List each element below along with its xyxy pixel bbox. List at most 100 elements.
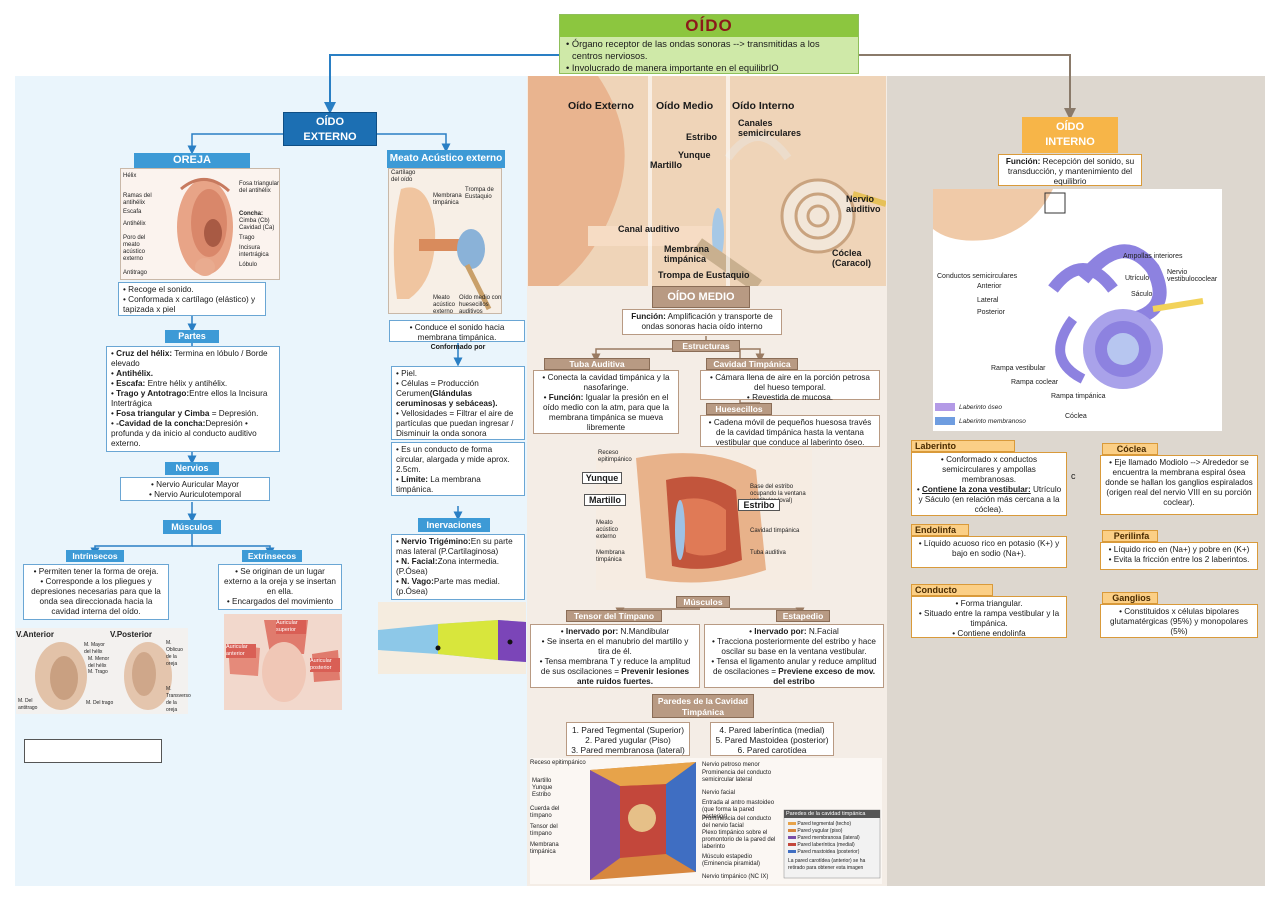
oreja-image: Hélix Ramas del antihélix Escafa Antihél… (120, 168, 280, 280)
label-v-anterior: V.Anterior (16, 630, 54, 639)
coclea-list: Eje llamado Modiolo --> Alrededor se enc… (1100, 455, 1258, 515)
legend-item: Pared yugular (piso) (788, 828, 842, 835)
label-yunque: Yunque (678, 150, 711, 160)
label-meato-acustico: Meato acústico externo (596, 520, 619, 540)
nervios-item: Nervio Auriculotemporal (125, 490, 265, 500)
empty-note-box (24, 739, 162, 763)
label-coclea: Cóclea (Caracol) (832, 248, 872, 268)
label-membrana-timpanica: Membrana timpánica (596, 550, 625, 563)
label-receso-epitimpanico: Receso epitimpánico (530, 760, 586, 766)
label-tensor: Tensor del tímpano (530, 824, 558, 837)
laberinto-item: Contiene la zona vestibular: Utrículo y … (916, 485, 1062, 515)
conformado-label: Conformado por (430, 344, 486, 351)
label-tuba-auditiva: Tuba auditiva (750, 550, 786, 556)
label-n6: Plexo timpánico sobre el promontorio de … (702, 830, 776, 850)
interno-heading-line1: OÍDO (1055, 121, 1085, 133)
title-line: • Involucrado de manera importante en el… (566, 63, 779, 73)
label-martillo: Martillo (650, 160, 683, 170)
label-oido-externo: Oído Externo (568, 100, 634, 112)
tuba-list: Conecta la cavidad timpánica y la nasofa… (533, 370, 679, 434)
label-incisura: Incisura intertrágica (239, 245, 269, 258)
label-anterior: Anterior (977, 283, 1002, 290)
label-rampa-timpanica: Rampa timpánica (1051, 393, 1106, 400)
meato-heading: Meato Acústico externo (387, 150, 505, 168)
label-posterior: Posterior (977, 309, 1006, 316)
ganglios-list: Constituidos x células bipolares glutama… (1100, 604, 1258, 638)
label-n5: Prominencia del conducto del nervio faci… (702, 816, 772, 829)
inervaciones-item: Nervio Trigémino:En su parte mas lateral… (396, 537, 520, 557)
title-description: • Órgano receptor de las ondas sonoras -… (560, 37, 858, 75)
externo-heading-line1: OÍDO (315, 116, 345, 128)
tensor-list: Inervado por: N.Mandibular Se inserta en… (530, 624, 700, 688)
label-poro: Poro del meato acústico externo (123, 235, 146, 262)
label-rampa-coclear: Rampa coclear (1011, 379, 1059, 386)
externo-heading: OÍDO EXTERNO (283, 112, 377, 146)
pared-item: 3. Pared membranosa (lateral) (571, 745, 685, 755)
estapedio-list: Inervado por: N.Facial Tracciona posteri… (704, 624, 884, 688)
inervaciones-list: Nervio Trigémino:En su parte mas lateral… (391, 534, 525, 600)
ganglios-heading: Ganglios (1102, 592, 1158, 604)
label-membrana: Membrana timpánica (433, 193, 462, 206)
huesecillos-heading: Huesecillos (706, 403, 772, 415)
tuba-item: Conecta la cavidad timpánica y la nasofa… (538, 373, 674, 393)
label-estribo-3: Estribo (532, 792, 551, 798)
label-auricular-posterior: Auricular posterior (310, 658, 340, 672)
interno-heading: OÍDO INTERNO (1022, 117, 1118, 153)
oreja-description: Recoge el sonido. Conformada x cartílago… (118, 282, 266, 316)
label-oido-medio: Oído Medio (656, 100, 714, 112)
label-martillo-3: Martillo (532, 778, 552, 784)
label-m5: M. Transverso de la oreja (166, 686, 191, 713)
canal-illustration (378, 620, 526, 662)
label-rampa-vestibular: Rampa vestibular (991, 365, 1046, 372)
label-v-posterior: V.Posterior (110, 630, 152, 639)
legend-note: La pared carotídea (anterior) se ha reti… (788, 858, 866, 871)
cavidad-heading: Cavidad Timpánica (706, 358, 798, 370)
label-n4: Entrada al antro mastoideo (que forma la… (702, 800, 775, 820)
partes-item: Fosa triangular y Cimba = Depresión. (111, 409, 275, 419)
ear-views-image: V.Anterior V.Posterior M. Mayor del héli… (16, 628, 191, 714)
inner-ear-image: Ampollas interiores Conductos semicircul… (933, 189, 1222, 431)
label-utriculo: Utrículo (1125, 275, 1150, 282)
label-yunque-3: Yunque (532, 785, 553, 791)
nervios-heading: Nervios (165, 462, 219, 475)
label-m3: M. Trago (88, 669, 108, 675)
laberinto-item: Conformado x conductos semicirculares y … (916, 455, 1062, 485)
perilinfa-list: Líquido rico en (Na+) y pobre en (K+) Ev… (1100, 542, 1258, 570)
legend-item: Pared membranosa (lateral) (788, 835, 860, 842)
ganglios-item: Constituidos x células bipolares glutama… (1105, 607, 1253, 637)
medio-heading: OÍDO MEDIO (652, 286, 750, 308)
partes-heading: Partes (165, 330, 219, 343)
label-receso: Receso epitimpánico (598, 450, 632, 463)
meato-desc-item: Conduce el sonido hacia membrana timpáni… (394, 323, 520, 343)
paredes-right: 4. Pared laberíntica (medial) 5. Pared M… (710, 722, 834, 756)
label-fosa: Fosa triangular del antihélix (239, 181, 280, 194)
endolinfa-heading: Endolinfa (911, 524, 969, 536)
estructuras-heading: Estructuras (672, 340, 740, 352)
pared-item: 5. Pared Mastoidea (posterior) (715, 735, 829, 745)
coclea-item: Eje llamado Modiolo --> Alrededor se enc… (1105, 458, 1253, 508)
label-canal-auditivo: Canal auditivo (618, 224, 680, 234)
label-membrana: Membrana timpánica (664, 244, 710, 264)
label-trompa: Trompa de Eustaquio (658, 270, 750, 280)
label-membrana-3: Membrana timpánica (530, 842, 559, 855)
perilinfa-heading: Perilinfa (1102, 530, 1158, 542)
label-helix: Hélix (123, 173, 137, 179)
canal-image (378, 602, 526, 674)
tensor-heading: Tensor del Tímpano (566, 610, 662, 622)
label-m7: M. Del trago (86, 700, 114, 706)
label-cavidad: Cavidad (Ca) (239, 225, 275, 231)
extrinsecos-item: Se originan de un lugar externo a la ore… (223, 567, 337, 597)
meato-conducto-item: Es un conducto de forma circular, alarga… (396, 445, 520, 475)
medio-musculos-heading: Músculos (676, 596, 730, 608)
inervaciones-item: N. Vago:Parte mas medial. (p.Ósea) (396, 577, 520, 597)
label-antitrago: Antitrago (123, 270, 148, 276)
partes-item: Cruz del hélix: Termina en lóbulo / Bord… (111, 349, 275, 369)
ear-muscles-image: Auricular superior Auricular anterior Au… (224, 614, 342, 710)
conducto-list: Forma triangular. Situado entre la rampa… (911, 596, 1067, 638)
meato-limite-item: Límite: La membrana timpánica. (396, 475, 520, 495)
label-m4: M. Oblicuo de la oreja (166, 640, 183, 667)
label-trompa: Trompa de Eustaquio (465, 187, 494, 200)
cavidad-item: Revestida de mucosa. (705, 393, 875, 403)
tensor-item: Se inserta en el manubrio del martillo y… (535, 637, 695, 657)
ear-illustration (177, 178, 233, 276)
